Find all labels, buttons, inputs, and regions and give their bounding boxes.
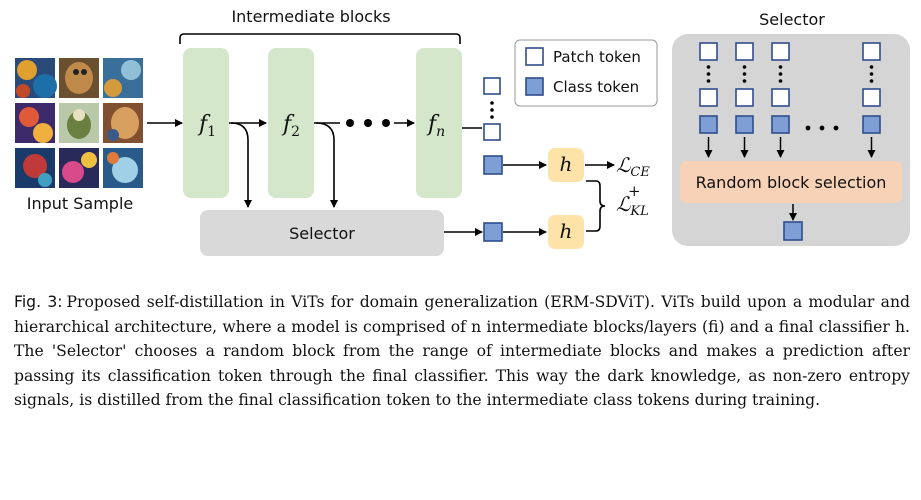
loss-kl: ℒKL [616,192,649,219]
patch-token [483,123,501,141]
loss-ce-sub: CE [630,165,650,180]
input-thumbnail [15,148,55,188]
legend-class-label: Class token [553,78,639,96]
block-f2: f2 [268,48,314,198]
fn-output-tokens [483,77,503,175]
classifier-h-bottom: h [548,215,584,249]
kl-brace [586,180,606,232]
input-sample-images [15,58,143,188]
input-thumbnail [103,148,143,188]
legend-patch-swatch [525,47,544,66]
input-thumbnail [15,103,55,143]
token-column [862,42,881,158]
intermediate-blocks-label: Intermediate blocks [231,7,390,26]
classifier-h-top: h [548,148,584,182]
block-fn-sub: n [436,124,445,140]
token-column [735,42,754,158]
figure-caption: Fig. 3:Proposed self-distillation in ViT… [14,290,910,413]
loss-kl-sup: + [628,182,641,200]
block-f1-sub: 1 [207,124,216,140]
loss-ce: ℒCE [616,153,650,180]
figure-label: Fig. 3: [14,293,63,311]
input-thumbnail [59,58,99,98]
classifier-h-bottom-label: h [560,219,573,243]
loss-kl-sub: KL [629,204,648,219]
random-block-selection-label: Random block selection [696,173,887,192]
loss-kl-main: ℒ [616,192,631,216]
block-fn: fn [416,48,462,198]
selector-class-token [483,222,503,242]
selector-panel-title: Selector [759,10,825,29]
input-sample-label: Input Sample [27,194,134,213]
loss-ce-main: ℒ [616,153,631,177]
panel-ellipsis-dots [805,125,839,131]
ellipsis-dots [346,119,390,127]
input-thumbnail [59,148,99,188]
random-block-selection-box [680,161,902,203]
patch-token [483,77,501,95]
input-thumbnail [15,58,57,98]
legend-class-swatch [525,77,544,96]
f2-to-selector-arrow [315,122,338,208]
block-f2-sub: 2 [291,124,300,140]
selector-bar-label: Selector [289,224,355,243]
legend-patch-label: Patch token [553,48,641,66]
input-thumbnail [103,58,143,98]
class-token [483,155,503,175]
token-column [699,42,718,158]
input-thumbnail [103,103,143,143]
input-thumbnail [59,103,99,143]
f1-to-selector-arrow [230,122,252,208]
block-f1: f1 [183,48,229,198]
distillation-diagram: Input Sample Intermediate blocks f1 f2 f… [15,7,910,256]
token-column [771,42,790,158]
selected-class-token [783,221,803,241]
legend: Patch token Class token [514,39,658,107]
intermediate-blocks-bracket [179,33,461,44]
selector-bar: Selector [200,210,444,256]
classifier-h-top-label: h [560,152,573,176]
caption-text: Proposed self-distillation in ViTs for d… [14,293,910,410]
selector-panel: Selector [672,10,910,246]
